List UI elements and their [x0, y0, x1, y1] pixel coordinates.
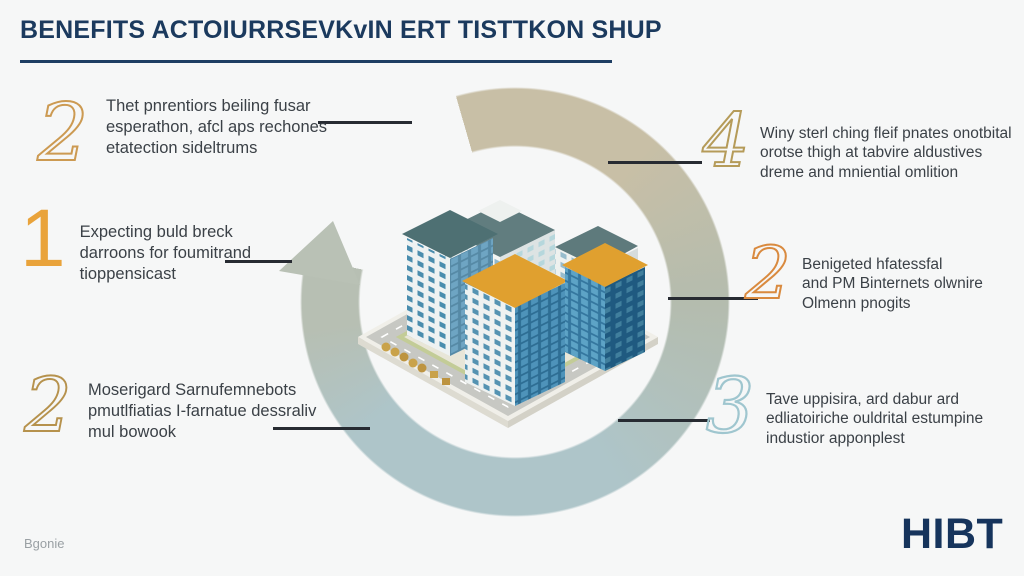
step-text-line: orotse thigh at tabvire aldustives: [760, 144, 983, 162]
step-text-line: edliatoiriche ouldrital estumpine: [766, 410, 984, 428]
step-number: 2: [23, 362, 71, 448]
step-number: 3: [706, 362, 754, 448]
connector-line: [608, 161, 702, 164]
tree-icons: [381, 342, 450, 385]
city-block-illustration: [358, 200, 658, 428]
step-number-outline: 4: [700, 98, 750, 182]
step-number: 2: [37, 86, 89, 178]
title-underline: [20, 60, 612, 63]
step-text-line: darroons for foumitrand: [79, 244, 252, 263]
step-number-outline: 2: [36, 86, 90, 178]
step-text-line: dreme and mniential omlition: [760, 163, 959, 181]
step-text-line: Thet pnrentiors beiling fusar: [106, 97, 311, 115]
step-text-line: tioppensicast: [79, 265, 176, 284]
footnote-text: Bgonie: [24, 536, 65, 551]
connector-line: [668, 297, 758, 300]
step-item-bottom-right: 3 Tave uppisira, ard dabur ard edliatoir…: [702, 362, 983, 448]
step-text-line: Tave uppisira, ard dabur ard: [766, 391, 960, 408]
step-item-left: 1 Expecting buld breck darroons for foum…: [20, 193, 252, 285]
connector-line: [273, 427, 370, 430]
step-number: 1: [20, 193, 66, 284]
step-text-line: pmutlfiatias I-farnatue dessraliv: [88, 402, 317, 421]
step-text-line: esperathon, afcl aps rechones: [106, 118, 328, 137]
step-number: 4: [701, 98, 749, 182]
step-item-top-left: 2 Thet pnrentiors beiling fusar esperath…: [30, 86, 328, 178]
step-item-top-right: 4 Winy sterl ching fleif pnates onotbita…: [700, 98, 1012, 182]
step-text-line: and PM Binternets olwnire: [802, 275, 983, 293]
step-text-line: etatection sideltrums: [106, 139, 258, 158]
connector-line: [225, 260, 292, 263]
step-item-middle-right: 2 Benigeted hfatessfal and PM Binternets…: [742, 230, 983, 314]
step-number-outline: 2: [22, 361, 72, 448]
connector-line: [618, 419, 710, 422]
step-item-bottom-left: 2 Moserigard Sarnufemnebots pmutlfiatias…: [18, 360, 316, 448]
step-text-line: Olmenn pnogits: [802, 294, 911, 312]
step-text-line: Winy sterl ching fleif pnates onotbital: [760, 125, 1012, 142]
page-title: BENEFITS ACTOIURRSEVKvIN ERT TISTTKON SH…: [20, 16, 662, 44]
connector-line: [318, 121, 412, 124]
step-text-line: Expecting buld breck: [79, 223, 233, 241]
step-number-outline: 3: [705, 362, 756, 448]
brand-logo: HIBT: [901, 510, 1004, 558]
step-text-line: industior apponplest: [766, 429, 905, 447]
step-text-line: Moserigard Sarnufemnebots: [88, 381, 297, 399]
step-number-outline: 2: [743, 230, 792, 314]
step-text-line: Benigeted hfatessfal: [802, 256, 943, 273]
step-text-line: mul bowook: [88, 423, 177, 442]
step-number: 2: [744, 231, 791, 314]
